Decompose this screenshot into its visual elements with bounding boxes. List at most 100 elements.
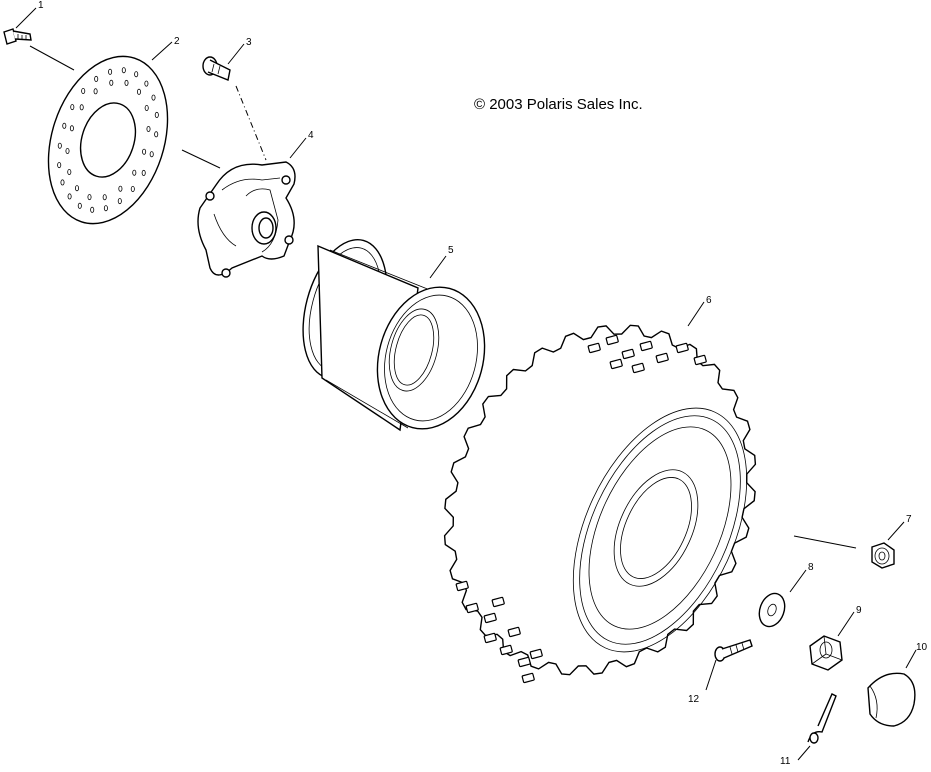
assembly-line-2-4 [181,149,221,169]
callout-6: 6 [706,295,712,306]
disc-hole [109,79,114,86]
disc-hole [118,185,123,192]
leader-line-3 [227,43,245,65]
disc-hole [124,79,129,86]
part-1-bolt: 1 [3,0,75,71]
disc-hole [121,67,126,74]
leader-line-7 [887,521,905,541]
disc-hole [149,151,154,158]
disc-hole [154,131,159,138]
disc-hole [90,206,95,213]
disc-hole [134,71,139,78]
disc-hole [94,75,99,82]
disc-hole [81,88,86,95]
disc-hole [141,169,146,176]
callout-5: 5 [448,245,454,256]
disc-hole [69,125,74,132]
tread-lug [521,672,535,684]
leader-line-9 [837,611,855,637]
disc-hole [142,148,147,155]
callout-4: 4 [308,130,314,141]
part-7-flange-nut: 7 [793,514,912,569]
disc-hole [144,80,149,87]
leader-line-5 [429,255,447,279]
disc-hole [77,202,82,209]
disc-hole [108,68,113,75]
part-2-brake-disc: 2 [47,36,221,225]
disc-hole [102,194,107,201]
assembly-line-1-2 [29,45,75,71]
tread-lug [693,354,707,366]
part-5-wheel-rim: 5 [302,238,486,432]
callout-8: 8 [808,562,814,573]
tread-lug [491,596,505,608]
callout-3: 3 [246,37,252,48]
part-10-hub-cap: 10 [867,642,928,727]
tread-lug [455,580,469,592]
tread-lug [483,612,497,624]
tread-lug [605,334,619,346]
disc-hole [87,194,92,201]
callout-1: 1 [38,0,44,11]
leader-line-1 [15,7,37,29]
tread-lug [675,342,689,354]
callout-9: 9 [856,605,862,616]
disc-hole [65,147,70,154]
leader-line-11 [797,745,811,761]
leader-line-4 [289,137,307,159]
callout-12: 12 [688,694,700,705]
disc-hole [146,126,151,133]
leader-line-12 [705,659,717,691]
tread-lug [507,626,521,638]
disc-hole [57,162,62,169]
tread-lug [499,644,513,656]
disc-hole [79,104,84,111]
disc-hole [117,198,122,205]
tread-lug [517,656,531,668]
disc-hole [136,88,141,95]
disc-hole [151,94,156,101]
disc-hole [67,168,72,175]
tread-lug [609,358,623,370]
tread-lug [465,602,479,614]
tread-lug [587,342,601,354]
part-6-tire: 6 [443,295,757,684]
disc-hole [75,185,80,192]
copyright-notice: © 2003 Polaris Sales Inc. [474,96,643,113]
part-11-cotter-pin: 11 [780,693,837,767]
leader-line-8 [789,569,807,593]
disc-hole [130,185,135,192]
callout-7: 7 [906,514,912,525]
tread-lug [621,348,635,360]
disc-hole [144,105,149,112]
leader-line-2 [151,41,173,61]
disc-hole [60,179,65,186]
disc-hole [62,122,67,129]
tread-lug [655,352,669,364]
assembly-line-7 [793,535,857,549]
callout-11: 11 [780,756,791,767]
tread-lug [631,362,645,374]
part-12-wheel-stud: 12 [688,639,753,705]
disc-hole [57,142,62,149]
disc-hole [67,193,72,200]
disc-hole [93,88,98,95]
tread-lug [639,340,653,352]
part-8-washer: 8 [758,562,814,628]
part-9-castle-nut: 9 [809,605,862,671]
tread-lug [529,648,543,660]
callout-10: 10 [916,642,928,653]
disc-hole [103,205,108,212]
disc-hole [154,111,159,118]
tire-tread-lugs [455,334,707,684]
disc-holes [57,67,159,213]
leader-line-10 [905,649,917,669]
leader-line-6 [687,301,705,327]
disc-hole [132,169,137,176]
part-4-hub: 4 [197,130,314,278]
callout-2: 2 [174,36,180,47]
part-3-stud: 3 [202,37,267,161]
tread-lug [483,632,497,644]
